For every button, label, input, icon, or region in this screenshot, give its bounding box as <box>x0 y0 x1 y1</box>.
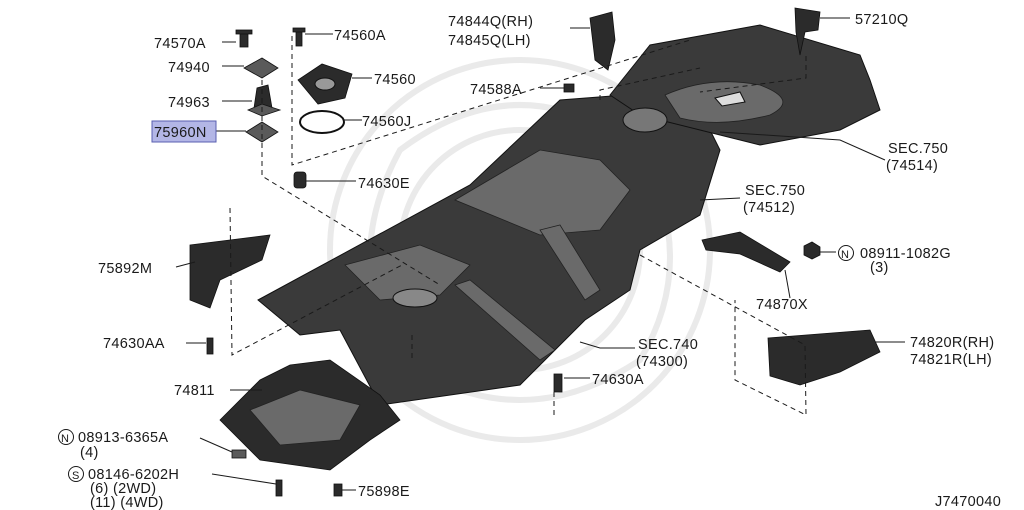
ring-74560J[interactable] <box>299 110 345 134</box>
label-74940[interactable]: 74940 <box>168 60 210 76</box>
nut-08911[interactable] <box>803 241 821 260</box>
bracket-74870X[interactable] <box>701 231 791 273</box>
label-08913-prefix: N <box>61 433 69 445</box>
bolt-74630AA[interactable] <box>206 337 214 355</box>
plug-74630E[interactable] <box>293 171 307 189</box>
clip-75898E[interactable] <box>333 483 343 497</box>
label-74630E[interactable]: 74630E <box>358 176 410 192</box>
boot-retainer-74940[interactable] <box>243 57 279 79</box>
label-74963[interactable]: 74963 <box>168 95 210 111</box>
label-08146-prefix: S <box>72 470 80 482</box>
bracket-74820R[interactable] <box>767 329 881 386</box>
floor-panel-assembly <box>257 24 881 406</box>
bolt-74630A[interactable] <box>553 373 563 393</box>
leader-lines <box>175 17 905 491</box>
label-sec740-74300[interactable]: SEC.740 <box>638 337 698 353</box>
label-sec750-74512[interactable]: SEC.750 <box>745 183 805 199</box>
label-74630AA[interactable]: 74630AA <box>103 336 165 352</box>
clip-08913[interactable] <box>231 449 247 459</box>
bracket-75892M[interactable] <box>189 234 271 309</box>
label-08913-qty: (4) <box>80 445 99 461</box>
label-57210Q[interactable]: 57210Q <box>855 12 908 28</box>
label-08911-prefix: N <box>841 249 849 261</box>
label-75898E[interactable]: 75898E <box>358 484 410 500</box>
dashed-reference-lines <box>229 36 807 416</box>
under-cover-74811[interactable] <box>219 359 401 471</box>
label-08911-1082G[interactable]: 08911-1082G <box>860 246 951 262</box>
bracket-74844Q[interactable] <box>589 11 616 71</box>
callout-labels: 74570A 74940 74963 75960N 74560A 74560 7… <box>58 12 1001 510</box>
label-74820R[interactable]: 74820R(RH) <box>910 335 994 351</box>
label-74844Q[interactable]: 74844Q(RH) <box>448 14 533 30</box>
label-75892M[interactable]: 75892M <box>98 261 152 277</box>
label-74630A[interactable]: 74630A <box>592 372 644 388</box>
label-sec750-74514-sub: (74514) <box>886 158 938 174</box>
label-74588A[interactable]: 74588A <box>470 82 522 98</box>
selected-part-highlight <box>151 120 217 143</box>
label-74560J[interactable]: 74560J <box>362 114 411 130</box>
bracket-57210Q[interactable] <box>794 7 821 56</box>
bolt-74588A[interactable] <box>563 83 575 93</box>
bolt-74560A[interactable] <box>292 27 306 47</box>
label-08911-qty: (3) <box>870 260 889 276</box>
plate-75960N[interactable] <box>245 121 279 143</box>
boot-74560[interactable] <box>297 63 353 105</box>
label-sec740-74300-sub: (74300) <box>636 354 688 370</box>
shift-boot-74963[interactable] <box>246 84 282 117</box>
label-74845Q[interactable]: 74845Q(LH) <box>448 33 531 49</box>
label-08913-6365A[interactable]: 08913-6365A <box>78 430 168 446</box>
label-74811[interactable]: 74811 <box>174 383 215 399</box>
label-74560[interactable]: 74560 <box>374 72 416 88</box>
label-75960N[interactable]: 75960N <box>154 125 207 141</box>
label-08146-qty-4wd: (11) (4WD) <box>90 495 164 510</box>
label-08146-qty-2wd: (6) (2WD) <box>90 481 156 497</box>
label-08146-6202H[interactable]: 08146-6202H <box>88 467 179 483</box>
label-sec750-74512-sub: (74512) <box>743 200 795 216</box>
label-74560A[interactable]: 74560A <box>334 28 386 44</box>
label-74570A[interactable]: 74570A <box>154 36 206 52</box>
label-74821R[interactable]: 74821R(LH) <box>910 352 992 368</box>
diagram-id: J7470040 <box>935 494 1001 510</box>
label-sec750-74514[interactable]: SEC.750 <box>888 141 948 157</box>
label-74870X[interactable]: 74870X <box>756 297 808 313</box>
bolt-08146[interactable] <box>275 479 283 497</box>
grommet-74570A[interactable] <box>235 29 253 48</box>
